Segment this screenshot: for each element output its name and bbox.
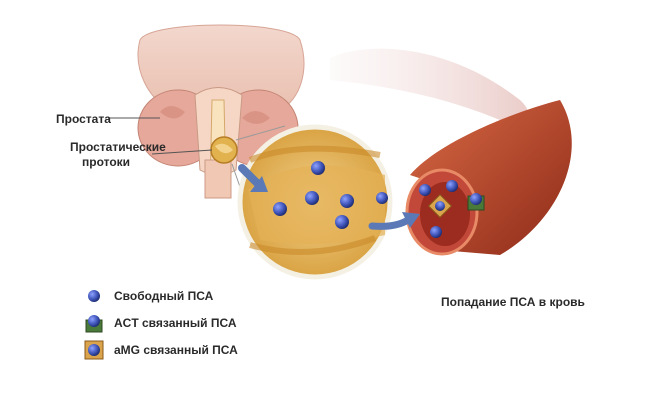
legend-label-act-psa: ACT связанный ПСА xyxy=(114,316,236,330)
vessel-trail xyxy=(330,49,528,124)
free-psa-dot xyxy=(446,180,458,192)
free-psa-dot xyxy=(273,202,287,216)
ducts-label-line2: протоки xyxy=(82,155,130,169)
legend-label-free-psa: Свободный ПСА xyxy=(114,289,213,303)
ducts-label-line1: Простатические xyxy=(70,140,166,154)
legend-label-amg-psa: aMG связанный ПСА xyxy=(114,343,238,357)
free-psa-dot xyxy=(305,191,319,205)
amg-bound-psa-icon xyxy=(84,340,104,360)
free-psa-dot xyxy=(419,184,431,196)
free-psa-dot xyxy=(335,215,349,229)
act-bound-psa xyxy=(468,193,484,210)
blood-entry-label: Попадание ПСА в кровь xyxy=(441,295,585,309)
free-psa-dot xyxy=(430,226,442,238)
free-psa-dot-icon xyxy=(84,286,104,306)
free-psa-dot xyxy=(376,192,388,204)
act-bound-psa-icon xyxy=(84,313,104,333)
free-psa-dot xyxy=(340,194,354,208)
free-psa-dot xyxy=(311,161,325,175)
prostate-label: Простата xyxy=(56,112,111,126)
